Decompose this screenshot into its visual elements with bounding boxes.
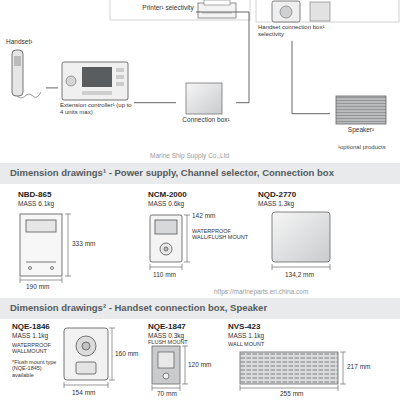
device-caption: Connection box¹ <box>176 80 236 125</box>
dimension-label: 190 mm <box>26 283 49 290</box>
mount-note: FLUSH MOUNT <box>148 339 188 345</box>
mass-label: MASS 6.1kg <box>18 200 54 207</box>
connector-line <box>196 12 249 103</box>
device-caption: Handset¹ <box>4 36 46 103</box>
caption-text: Printer¹ selectivity <box>142 4 194 11</box>
section-heading: Dimension drawings² - Handset connection… <box>0 298 400 319</box>
watermark: Marine Ship Supply Co.,Ltd <box>150 152 229 159</box>
dimension-label: 154 mm <box>72 389 95 396</box>
device-caption: Speaker¹ <box>330 92 392 135</box>
watermark: https://marineparts.en.china.com <box>214 288 308 295</box>
handset-box-outline <box>64 328 108 380</box>
model-name: NVS-423 <box>228 322 260 331</box>
controller-figure <box>62 62 128 100</box>
mount-note: WATERPROOF WALLMOUNT <box>12 342 60 355</box>
dimension-label: 120 mm <box>188 361 211 368</box>
mount-note: WATERPROOF WALL/FLUSH MOUNT <box>192 228 250 241</box>
dimension-label: 110 mm <box>153 271 176 278</box>
device-caption: Handset connection box¹ selectivity <box>256 23 352 41</box>
model-name: NCM-2000 <box>148 190 187 199</box>
mass-label: MASS 0.6kg <box>148 200 184 207</box>
mount-note: *Flush mount type (NQE-1845) available <box>12 359 60 378</box>
panel-frame <box>256 0 399 22</box>
dimension-label: 333 mm <box>72 240 95 247</box>
dimension-label: 70 mm <box>157 390 177 397</box>
section-heading: Dimension drawings¹ - Power supply, Chan… <box>0 163 400 184</box>
connection-box-outline <box>272 212 330 262</box>
connector-line <box>134 102 176 103</box>
dimension-line <box>20 214 71 283</box>
caption-text: Handset¹ <box>6 38 44 45</box>
handset-figure <box>12 50 41 98</box>
channel-selector-outline <box>150 215 182 262</box>
mount-note: WALL MOUNT <box>228 341 264 347</box>
model-name: NBD-865 <box>18 190 51 199</box>
dimension-label: 217 mm <box>347 363 370 370</box>
mass-label: MASS 1.3kg <box>258 200 294 207</box>
dimension-line <box>150 215 190 270</box>
connection-box-figure <box>186 83 222 114</box>
connector-line <box>46 87 58 88</box>
dimension-line <box>64 328 115 388</box>
panel-frame <box>110 0 250 20</box>
heading-text: Dimension drawings¹ - Power supply, Chan… <box>10 168 392 179</box>
handset-box-figure <box>272 1 330 22</box>
device-caption: Printer¹ selectivity <box>140 0 196 13</box>
speaker-outline <box>240 352 338 384</box>
device-caption: Extension controller¹ (up to 4 units max… <box>58 58 134 118</box>
printer-figure <box>198 0 236 18</box>
flush-box-outline <box>152 346 180 384</box>
caption-text: Handset connection box¹ selectivity <box>258 24 350 38</box>
caption-text: Speaker¹ <box>332 126 390 133</box>
heading-text: Dimension drawings² - Handset connection… <box>10 303 392 314</box>
caption-text: Connection box¹ <box>178 116 234 123</box>
mass-label: MASS 1.1kg <box>228 332 264 339</box>
dimension-line <box>240 352 346 391</box>
model-name: NQE-1847 <box>148 322 186 331</box>
dimension-label: 255 mm <box>280 390 303 397</box>
connector-line <box>292 41 330 114</box>
model-name: NQE-1846 <box>12 322 50 331</box>
dimension-line <box>152 346 188 391</box>
model-name: NQD-2770 <box>258 190 296 199</box>
mass-label: MASS 1.1kg <box>12 332 48 339</box>
dimension-label: 160 mm <box>115 350 138 357</box>
mass-label: MASS 0.3kg <box>148 332 184 339</box>
power-supply-outline <box>20 214 62 276</box>
caption-text: Extension controller¹ (up to 4 units max… <box>60 102 132 116</box>
dimension-label: 134,2 mm <box>285 271 314 278</box>
footnote: ¹optional products <box>338 144 386 151</box>
dimension-line <box>272 264 330 270</box>
dimension-label: 142 mm <box>192 212 215 219</box>
speaker-figure <box>336 96 386 124</box>
